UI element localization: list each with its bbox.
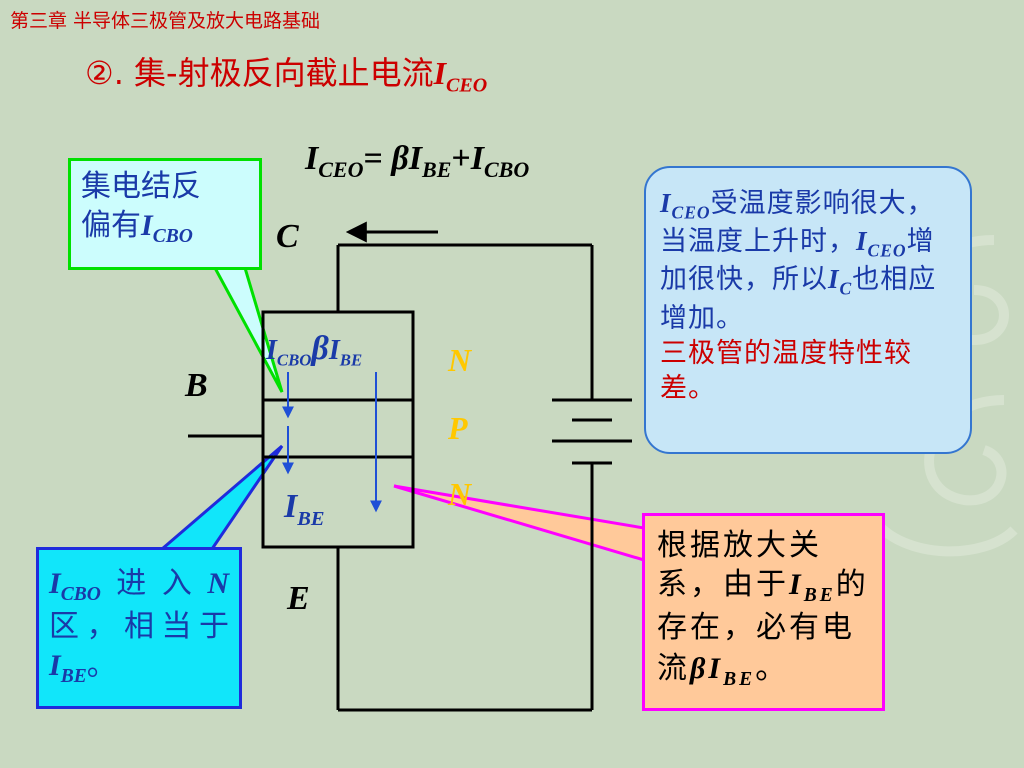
- formula-lhs: I: [305, 140, 319, 177]
- formula-beta: β: [391, 140, 409, 177]
- title-symbol: I: [433, 55, 447, 91]
- orange-callout-pointer: [393, 484, 646, 563]
- icbo-label: ICBOβIBE: [266, 330, 362, 371]
- icbo-symbol: I: [266, 335, 277, 366]
- beta-symbol: β: [311, 330, 329, 367]
- callout-icbo-into-n: ICBO进入N区，相当于IBE。: [36, 547, 242, 709]
- terminal-e-label: E: [287, 580, 310, 617]
- ibe-top-sub: BE: [339, 350, 363, 370]
- formula-term2: I: [470, 140, 484, 177]
- ibe-bottom-label: IBE: [284, 488, 324, 531]
- formula-lhs-sub: CEO: [318, 156, 364, 182]
- callout-green-line2: 偏有ICBO: [81, 208, 193, 247]
- formula-plus: +: [451, 140, 471, 177]
- terminal-c-label: C: [276, 218, 299, 255]
- region-n-top: N: [448, 342, 472, 378]
- formula-term1-sub: BE: [422, 156, 452, 182]
- callout-green-line1: 集电结反: [81, 169, 201, 204]
- callout-amplification: 根据放大关系，由于IBE的存在，必有电流βIBE。: [642, 513, 885, 711]
- icbo-sub: CBO: [276, 350, 312, 370]
- title-subscript: CEO: [446, 74, 488, 97]
- region-n-bottom: N: [448, 476, 472, 512]
- formula-term2-sub: CBO: [483, 156, 530, 182]
- slide-title: ②. 集-射极反向截止电流ICEO: [85, 48, 487, 97]
- callout-reverse-bias: 集电结反 偏有ICBO: [68, 158, 262, 270]
- terminal-b-label: B: [185, 367, 208, 404]
- formula-equals: =: [363, 140, 383, 177]
- formula-term1: I: [408, 140, 423, 177]
- ibe-bottom-symbol: I: [284, 488, 298, 525]
- ibe-top-symbol: I: [328, 335, 340, 366]
- region-p: P: [448, 410, 468, 446]
- temperature-conclusion: 三极管的温度特性较差。: [660, 337, 912, 404]
- title-text: ②. 集-射极反向截止电流: [85, 54, 434, 92]
- chapter-title: 第三章 半导体三极管及放大电路基础: [10, 10, 321, 32]
- formula: ICEO= βIBE+ICBO: [305, 140, 529, 183]
- callout-temperature: ICEO受温度影响很大，当温度上升时，ICEO增加很快，所以IC也相应增加。 三…: [644, 166, 972, 454]
- ibe-bottom-sub: BE: [297, 507, 325, 530]
